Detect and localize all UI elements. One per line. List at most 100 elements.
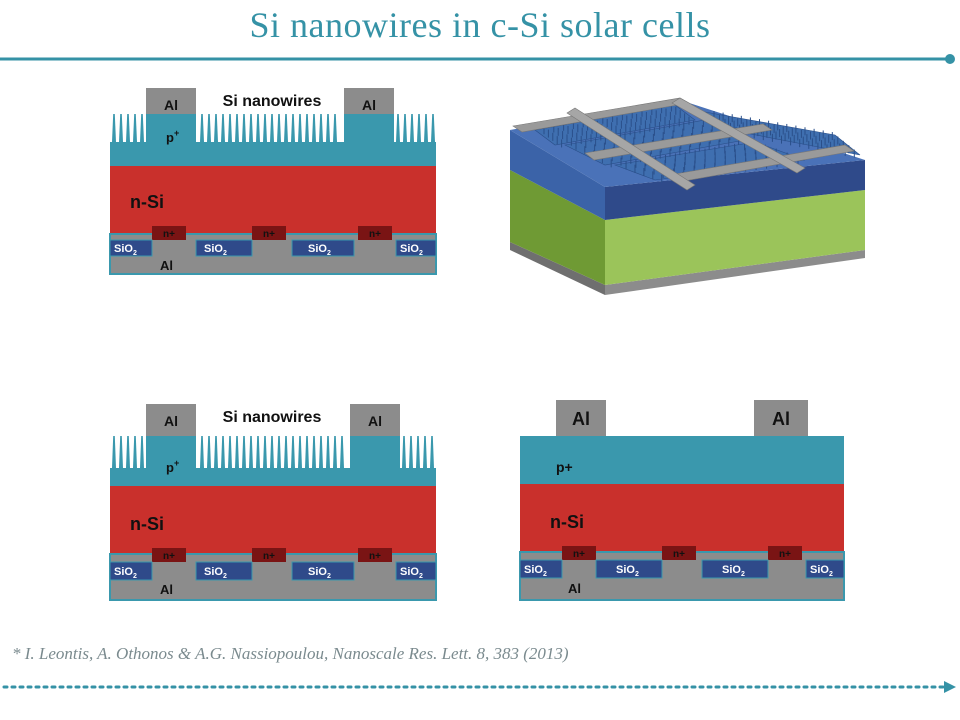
bottom-rule	[2, 681, 956, 693]
sio2-block	[291, 561, 355, 581]
al-contact-left	[556, 400, 606, 436]
sio2-label: SiO2	[114, 243, 137, 257]
nanowire	[423, 436, 427, 468]
nanowire	[256, 114, 260, 142]
device-3d-view	[510, 97, 865, 295]
n-si-layer	[110, 166, 436, 234]
sio2-label: SiO2	[308, 566, 331, 580]
p-plus-label: p+	[166, 128, 179, 145]
sio2-label: SiO2	[308, 243, 331, 257]
al-contact-right	[754, 400, 808, 436]
nanowire	[410, 114, 414, 142]
n-plus-label: n+	[779, 549, 791, 560]
n-si-label: n-Si	[550, 512, 584, 532]
nanowire	[256, 436, 260, 468]
nanowire	[305, 114, 309, 142]
nanowire-array	[200, 436, 344, 468]
al-contact-right-base	[344, 114, 394, 142]
al-contact-left	[146, 404, 196, 438]
sio2-block	[291, 239, 355, 257]
al-grid-bar	[671, 97, 806, 174]
nanowire-array	[112, 436, 144, 468]
nanowire	[431, 114, 435, 142]
n-plus-region	[152, 226, 186, 240]
n-plus-region	[358, 548, 392, 562]
rear-structure: n+ n+ n+ SiO2 SiO2 SiO2 SiO2 Al	[519, 546, 845, 596]
metal-base-front	[605, 250, 865, 295]
nanowire	[305, 436, 309, 468]
nanowire	[270, 114, 274, 142]
nanowire	[263, 436, 267, 468]
al-label-left: Al	[572, 409, 590, 429]
nanowire	[112, 436, 116, 468]
n-plus-label: n+	[163, 229, 175, 240]
n-plus-label: n+	[369, 229, 381, 240]
device-nanowire-cross-section-top: Al Al Si nanowires p+ n-Si n+ n+ n+ SiO2…	[109, 88, 437, 275]
nanowire	[126, 114, 130, 142]
n-plus-label: n+	[573, 549, 585, 560]
nanowire	[242, 114, 246, 142]
al-label-left: Al	[164, 97, 178, 113]
nanowire	[249, 436, 253, 468]
nanowire	[326, 114, 330, 142]
n-plus-label: n+	[673, 549, 685, 560]
n-si-label: n-Si	[130, 192, 164, 212]
top-rule-dot	[945, 54, 955, 64]
p-plus-layer	[110, 142, 436, 166]
nanowire	[214, 114, 218, 142]
n-plus-region	[358, 226, 392, 240]
n-si-label: n-Si	[130, 514, 164, 534]
nanowire	[284, 114, 288, 142]
n-plus-label: n+	[263, 551, 275, 562]
nanowire	[235, 114, 239, 142]
substrate-side	[510, 170, 605, 285]
nanowire	[326, 436, 330, 468]
nanowire	[249, 114, 253, 142]
nanowire-array	[396, 114, 435, 142]
nanowire	[333, 114, 337, 142]
nanowire	[340, 436, 344, 468]
nanowire-array	[112, 114, 144, 142]
al-label-right: Al	[772, 409, 790, 429]
sio2-label: SiO2	[114, 566, 137, 580]
device-nanowire-cross-section-bottom: Al Al Si nanowires p+ n-Si n+ n+ n+ SiO2…	[109, 404, 437, 601]
nanowire	[312, 436, 316, 468]
nanowire	[119, 436, 123, 468]
nanowire	[298, 436, 302, 468]
nanowire-array	[200, 114, 337, 142]
sio2-label: SiO2	[204, 243, 227, 257]
nanowire	[228, 436, 232, 468]
active-layer-side	[510, 130, 605, 220]
al-contact-left-base	[146, 436, 196, 468]
n-plus-region	[562, 546, 596, 560]
bottom-rule-arrowhead	[944, 681, 956, 693]
nanowire	[403, 114, 407, 142]
nanowire	[417, 114, 421, 142]
nanowire	[409, 436, 413, 468]
al-back-label: Al	[160, 582, 173, 597]
n-plus-label: n+	[163, 551, 175, 562]
p-plus-layer	[520, 436, 844, 484]
nanowire	[126, 436, 130, 468]
al-label-right: Al	[368, 413, 382, 429]
nanowire	[319, 114, 323, 142]
sio2-block	[701, 559, 769, 579]
n-plus-region	[768, 546, 802, 560]
nanowire	[333, 436, 337, 468]
sio2-block	[195, 561, 253, 581]
active-layer-front	[605, 160, 865, 220]
sio2-label: SiO2	[400, 566, 423, 580]
nanowire	[416, 436, 420, 468]
n-plus-label: n+	[263, 229, 275, 240]
nanowire	[214, 436, 218, 468]
nanowire	[228, 114, 232, 142]
nanowire	[319, 436, 323, 468]
metal-base-side	[510, 242, 605, 295]
nanowire	[277, 436, 281, 468]
nanowire	[200, 114, 204, 142]
nanowire	[221, 114, 225, 142]
sio2-block	[395, 239, 437, 257]
nanowire	[291, 436, 295, 468]
sio2-block	[109, 561, 153, 581]
sio2-label: SiO2	[400, 243, 423, 257]
